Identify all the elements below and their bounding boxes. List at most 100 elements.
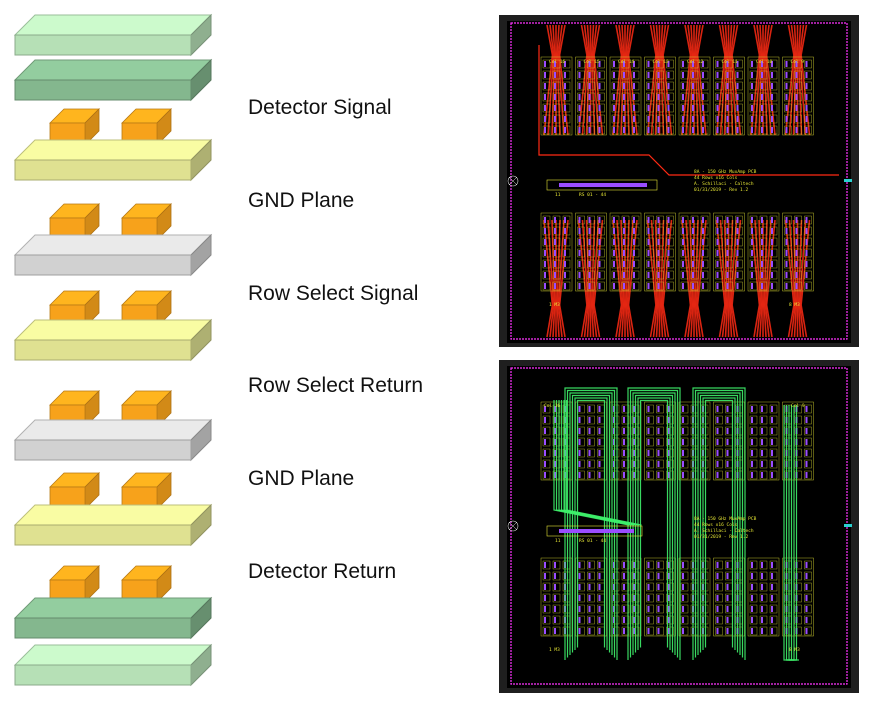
pcb-layout-green-layer: 11 RS 01 - 44 Col 16 Col 9 8A - 150 GHz … <box>499 360 859 693</box>
pad-column-6-upper <box>747 56 780 136</box>
green-loop-2-5 <box>704 399 734 648</box>
pad-column-6-lower <box>747 212 780 292</box>
red-trace-lower-1-0 <box>577 219 588 338</box>
red-trace-lower-7-2 <box>792 219 798 338</box>
layer-slab-detector-signal <box>13 58 213 102</box>
red-trace-lower-7-4 <box>797 219 803 338</box>
connector-pin-label: 11 <box>555 538 561 544</box>
pad-column-5-upper <box>713 56 745 136</box>
row-select-connector <box>546 179 658 191</box>
pad-column-2-upper <box>609 56 642 136</box>
layer-slab-detector-return <box>13 596 213 640</box>
pad-column-4-lower <box>678 212 711 292</box>
pad-column-3-upper <box>644 401 676 481</box>
green-loop-2-0 <box>692 387 746 660</box>
layer-slab-gnd-plane-lower <box>13 418 213 462</box>
red-trace-upper-5-4 <box>728 24 734 136</box>
red-trace-upper-0-5 <box>557 24 565 136</box>
pad-column-1-upper <box>575 401 607 481</box>
red-trace-upper-6-5 <box>764 24 772 136</box>
board-info-line-3: A. Schillaci - Caltech <box>694 528 754 534</box>
red-trace-lower-7-6 <box>800 219 811 338</box>
red-trace-lower-1-1 <box>581 219 589 338</box>
red-bus-trace <box>538 45 839 176</box>
red-trace-lower-4-1 <box>685 219 693 338</box>
red-trace-lower-7-5 <box>799 219 807 338</box>
red-trace-lower-4-6 <box>696 219 707 338</box>
pad-column-0-lower <box>540 212 573 292</box>
green-loop-0-0 <box>564 387 618 660</box>
edge-marker <box>844 179 852 182</box>
column-label-2: Col 14 <box>618 59 635 65</box>
layer-slab-top-cover <box>13 13 213 57</box>
red-trace-upper-7-0 <box>784 24 795 136</box>
pad-column-2-upper <box>609 401 642 481</box>
board-info-line-2: 44 Rows x16 Cols <box>694 175 738 181</box>
green-loop-0-5 <box>576 399 606 648</box>
green-loop-0-2 <box>569 392 613 655</box>
column-label-0: Col 16 <box>549 59 566 65</box>
green-loop-2-2 <box>697 392 741 655</box>
red-trace-lower-3-2 <box>654 219 660 338</box>
red-trace-upper-2-5 <box>626 24 634 136</box>
column-label-3: Col 13 <box>653 59 670 65</box>
red-trace-lower-1-6 <box>593 219 604 338</box>
corner-label-left: 1 M3 <box>549 302 560 308</box>
green-loop-2-3 <box>699 394 739 653</box>
red-trace-upper-1-0 <box>577 24 588 136</box>
green-loop-2-4 <box>702 397 736 650</box>
red-trace-lower-0-0 <box>543 219 554 338</box>
red-trace-lower-7-0 <box>784 219 795 338</box>
red-trace-upper-3-5 <box>661 24 669 136</box>
red-trace-lower-0-6 <box>558 219 569 338</box>
layer-slab-row-select-signal <box>13 233 213 277</box>
red-trace-lower-1-5 <box>592 219 600 338</box>
red-trace-upper-6-0 <box>750 24 761 136</box>
via-block-left-5 <box>49 565 100 603</box>
red-trace-upper-4-5 <box>695 24 703 136</box>
green-loop-0-4 <box>574 397 608 650</box>
red-trace-upper-1-4 <box>590 24 596 136</box>
connector-pin-label: 11 <box>555 192 561 198</box>
red-trace-lower-7-1 <box>788 219 796 338</box>
pad-column-1-upper <box>575 56 607 136</box>
red-trace-lower-5-2 <box>723 219 729 338</box>
layer-stackup-diagram <box>13 13 213 687</box>
layer-slab-row-select-return <box>13 318 213 362</box>
layer-slab-gnd-plane-upper <box>13 138 213 182</box>
red-trace-lower-0-2 <box>551 219 556 338</box>
red-trace-upper-2-0 <box>612 24 623 136</box>
pcb-board-edge <box>510 367 848 685</box>
green-trace-loops <box>553 387 799 661</box>
column-label-5: Col 11 <box>722 59 739 65</box>
red-trace-upper-6-4 <box>763 24 768 136</box>
mounting-hole-icon <box>507 175 519 187</box>
via-block-left-4 <box>49 472 100 510</box>
via-block-right-4 <box>121 472 172 510</box>
red-trace-lower-5-0 <box>715 219 726 338</box>
pad-column-3-upper <box>644 56 676 136</box>
red-trace-upper-0-4 <box>556 24 561 136</box>
red-trace-lower-4-5 <box>695 219 703 338</box>
layer-slab-dielectric <box>13 503 213 547</box>
red-trace-lower-6-2 <box>758 219 763 338</box>
pad-column-6-upper <box>747 401 780 481</box>
red-trace-upper-5-0 <box>715 24 726 136</box>
green-left-trace-5 <box>565 400 642 526</box>
corner-label-right: 8 M3 <box>789 302 800 308</box>
pad-column-3-lower <box>644 557 676 637</box>
red-trace-lower-3-5 <box>661 219 669 338</box>
layer-label-gnd-plane-lower: GND Plane <box>248 467 355 490</box>
connector-pads <box>559 529 634 533</box>
red-trace-lower-0-1 <box>547 219 555 338</box>
connector-label: RS 01 - 44 <box>579 538 606 544</box>
board-info-line-1: 8A - 150 GHz MuxAmp PCB <box>694 516 757 522</box>
column-label-6: Col 10 <box>756 59 773 65</box>
red-trace-lower-6-6 <box>765 219 776 338</box>
corner-label-right: 8 M3 <box>789 647 800 653</box>
pad-column-1-lower <box>575 212 607 292</box>
edge-marker <box>844 524 852 527</box>
corner-label-left: 1 M3 <box>549 647 560 653</box>
